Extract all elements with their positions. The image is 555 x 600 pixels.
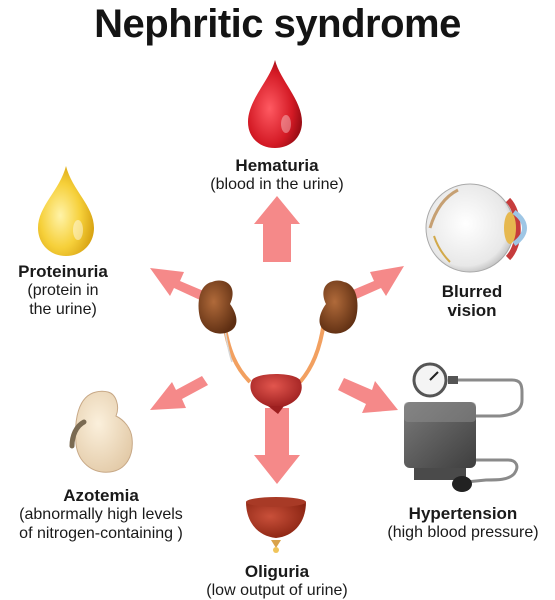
oliguria-name: Oliguria [244,562,310,581]
hematuria-desc: (blood in the urine) [210,176,344,193]
proteinuria-desc-line1: (protein in [27,282,99,299]
label-azotemia: Azotemia (abnormally high levels of nitr… [0,486,202,543]
label-proteinuria: Proteinuria (protein in the urine) [0,262,126,319]
arrow-down-right [338,378,398,413]
label-blurred-vision: Blurred vision [420,282,524,320]
arrow-up-left [150,268,206,300]
arrow-up [254,196,300,262]
blood-drop-icon [248,60,302,148]
diagram-title: Nephritic syndrome [94,2,461,46]
label-oliguria: Oliguria (low output of urine) [175,562,379,600]
hypertension-name: Hypertension [408,504,518,523]
azotemia-name: Azotemia [63,486,139,505]
label-hypertension: Hypertension (high blood pressure) [372,504,554,542]
arrow-down-left [150,376,208,410]
blood-pressure-monitor-icon [404,362,524,492]
azotemia-desc-line2: of nitrogen-containing ) [19,525,183,542]
blurred-vision-line1: Blurred [441,282,503,301]
arrow-up-right [348,266,404,300]
label-hematuria: Hematuria (blood in the urine) [177,156,377,194]
kidney-icon [69,390,133,473]
oliguria-desc: (low output of urine) [206,582,348,599]
blurred-vision-line2: vision [447,301,497,320]
proteinuria-name: Proteinuria [18,262,108,281]
arrow-down [254,408,300,484]
hematuria-name: Hematuria [235,156,319,175]
azotemia-desc-line1: (abnormally high levels [19,506,183,523]
hypertension-desc: (high blood pressure) [387,524,539,541]
protein-drop-icon [38,166,94,256]
kidneys-bladder-icon [198,280,358,414]
eye-icon [425,183,527,273]
proteinuria-desc-line2: the urine) [29,301,97,318]
urine-drop-icon [246,497,306,553]
